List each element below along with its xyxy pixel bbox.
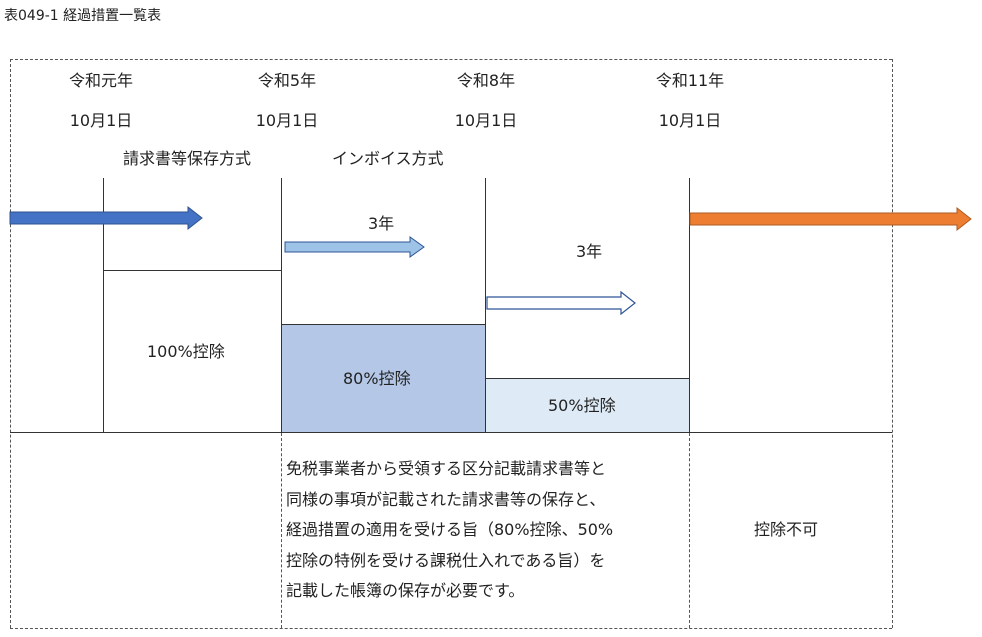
date-label-r8: 10月1日 [454,111,518,130]
blue-arrow-icon [9,205,203,231]
deduction-none-label: 控除不可 [754,520,819,539]
note-right-divider [689,433,690,628]
frame-bottom-border [10,628,892,629]
era-label-r5: 令和5年 [257,71,317,90]
deduction-100-label: 100%控除 [147,342,225,361]
system-label-old: 請求書等保存方式 [123,149,252,168]
baseline [10,432,892,433]
orange-arrow-icon [689,206,972,232]
divider-r1 [103,178,104,432]
note-line: 経過措置の適用を受ける旨（80%控除、50% [286,520,614,539]
era-label-r1: 令和元年 [68,71,133,90]
level-80-line [282,324,485,325]
deduction-80-label: 80%控除 [343,369,411,388]
note-line: 控除の特例を受ける課税仕入れである旨）を [286,550,606,570]
requirement-note: 免税事業者から受領する区分記載請求書等と 同様の事項が記載された請求書等の保存と… [286,454,686,607]
outline-arrow-icon [486,290,636,316]
divider-r11 [689,178,690,433]
period-label-second: 3年 [576,242,603,261]
note-line: 記載した帳簿の保存が必要です。 [286,581,525,600]
system-label-new: インボイス方式 [332,149,444,168]
level-100-line [103,270,281,271]
level-50-line [486,378,689,379]
deduction-50-box [486,379,689,432]
frame-left-border [10,59,11,628]
divider-r5 [281,178,282,433]
light-blue-arrow-icon [284,236,425,258]
date-label-r11: 10月1日 [658,111,722,130]
era-label-r8: 令和8年 [456,71,516,90]
deduction-80-box [282,325,485,432]
frame-right-border [892,59,893,628]
date-label-r1: 10月1日 [69,111,133,130]
note-line: 免税事業者から受領する区分記載請求書等と [286,459,607,478]
frame-top-border [10,59,892,60]
era-label-r11: 令和11年 [655,71,725,90]
deduction-50-label: 50%控除 [548,396,616,415]
table-title: 表049-1 経過措置一覧表 [4,8,162,24]
period-label-first: 3年 [368,214,395,233]
date-label-r5: 10月1日 [255,111,319,130]
note-line: 同様の事項が記載された請求書等の保存と、 [286,489,606,509]
note-left-divider [281,433,282,628]
divider-r8 [485,178,486,433]
